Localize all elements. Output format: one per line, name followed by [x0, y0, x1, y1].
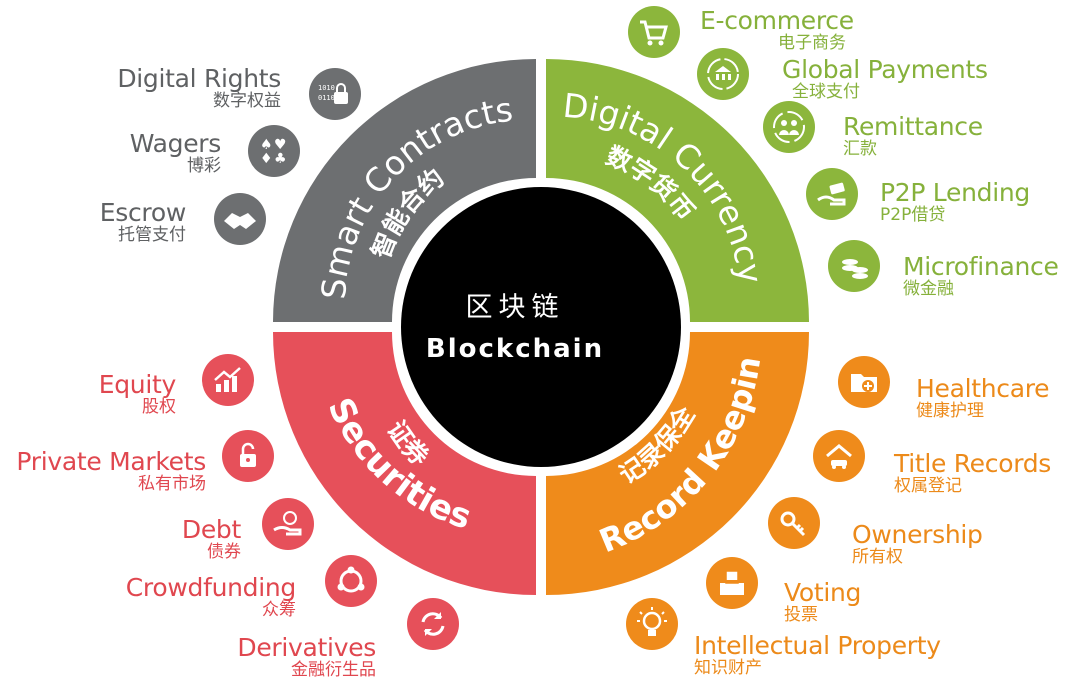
bank-globe-icon: [697, 48, 749, 100]
lock-binary-icon: 1010 0110: [309, 68, 361, 120]
item-label-zh: 权属登记: [894, 476, 962, 496]
people-exchange-icon: [763, 101, 815, 153]
lightbulb-icon: [626, 598, 678, 650]
escrow-item: Escrow 托管支付: [99, 198, 187, 245]
healthcare-item: Healthcare 健康护理: [916, 374, 1050, 421]
digital-currency-segment: [546, 59, 809, 322]
item-label: Derivatives: [237, 633, 376, 662]
key-icon: [768, 497, 820, 549]
item-label: Crowdfunding: [125, 573, 297, 602]
item-label-zh: P2P借贷: [880, 205, 946, 225]
svg-text:0110: 0110: [318, 94, 335, 102]
item-label: Ownership: [852, 520, 983, 549]
e-commerce-item: E-commerce 电子商务: [700, 8, 854, 52]
item-label-zh: 金融衍生品: [291, 660, 376, 680]
item-label: Voting: [784, 578, 862, 607]
center-title: 区块链 Blockchain: [395, 285, 635, 364]
remittance-item: Remittance 汇款: [843, 114, 983, 158]
medical-folder-icon: [838, 356, 890, 408]
item-label-zh: 电子商务: [778, 33, 846, 53]
item-label-zh: 博彩: [187, 156, 221, 176]
center-title-zh: 区块链: [465, 292, 565, 323]
center-title-en: Blockchain: [425, 334, 605, 364]
crowd-circle-icon: [325, 555, 377, 607]
item-label-zh: 所有权: [852, 547, 903, 567]
voting-item: Voting 投票: [784, 580, 861, 624]
item-label-zh: 知识财产: [694, 658, 762, 678]
coin-stack-icon: [828, 240, 880, 292]
item-label-zh: 投票: [784, 605, 818, 625]
wagers-item: Wagers 博彩: [129, 129, 222, 176]
item-label-zh: 数字权益: [213, 91, 281, 111]
title-records-item: Title Records 权属登记: [894, 451, 1051, 495]
item-label: Healthcare: [916, 374, 1050, 403]
center-circle: [401, 187, 681, 467]
ballot-box-icon: [706, 557, 758, 609]
crowdfunding-item: Crowdfunding 众筹: [125, 573, 297, 620]
p2p-lending-item: P2P Lending P2P借贷: [880, 180, 1030, 224]
debt-item: Debt 债券: [182, 517, 241, 561]
derivatives-item: Derivatives 金融衍生品: [237, 635, 376, 679]
hand-money-icon: [806, 168, 858, 220]
smart-contracts-segment: [273, 59, 536, 322]
intellectual-property-item: Intellectual Property 知识财产: [694, 633, 941, 677]
padlock-icon: [222, 430, 274, 482]
svg-text:♥: ♥: [274, 137, 287, 153]
item-label-zh: 众筹: [262, 600, 296, 620]
item-label: Global Payments: [782, 55, 988, 84]
item-label-zh: 健康护理: [916, 401, 984, 421]
item-label-zh: 微金融: [903, 279, 954, 299]
item-label: Title Records: [894, 449, 1052, 478]
item-label: Private Markets: [16, 447, 206, 476]
rising-chart-icon: [202, 354, 254, 406]
securities-segment: [273, 332, 536, 595]
microfinance-item: Microfinance 微金融: [903, 254, 1059, 298]
item-label-zh: 私有市场: [138, 474, 206, 494]
shopping-cart-icon: [628, 6, 680, 58]
svg-text:♣: ♣: [274, 151, 287, 167]
item-label: Equity: [98, 370, 177, 399]
item-label: Digital Rights: [117, 64, 281, 93]
ownership-item: Ownership 所有权: [852, 522, 983, 566]
item-label: E-commerce: [700, 6, 854, 35]
record-keeping-segment: [546, 332, 809, 595]
hand-coin-icon: [262, 498, 314, 550]
item-label-zh: 股权: [142, 397, 176, 417]
cycle-arrows-icon: [407, 598, 459, 650]
equity-item: Equity 股权: [98, 370, 177, 417]
card-suits-icon: ♠♥♦♣: [248, 125, 300, 177]
item-label: Microfinance: [903, 252, 1059, 281]
item-label: Escrow: [99, 198, 187, 227]
item-label: Debt: [181, 515, 241, 544]
item-label: Remittance: [843, 112, 983, 141]
item-label-zh: 托管支付: [118, 225, 186, 245]
item-label: Intellectual Property: [694, 631, 941, 660]
item-label: Wagers: [129, 129, 222, 158]
svg-text:♠: ♠: [260, 137, 273, 153]
global-payments-item: Global Payments 全球支付: [782, 57, 988, 101]
private-markets-item: Private Markets 私有市场: [16, 449, 206, 493]
digital-rights-item: Digital Rights 数字权益: [117, 66, 281, 110]
item-label-zh: 债券: [207, 542, 241, 562]
handshake-icon: [214, 193, 266, 245]
svg-text:1010: 1010: [318, 84, 335, 92]
house-car-icon: [813, 430, 865, 482]
item-label-zh: 汇款: [843, 139, 877, 159]
item-label: P2P Lending: [880, 178, 1030, 207]
item-label-zh: 全球支付: [792, 82, 860, 102]
svg-text:♦: ♦: [260, 151, 273, 167]
